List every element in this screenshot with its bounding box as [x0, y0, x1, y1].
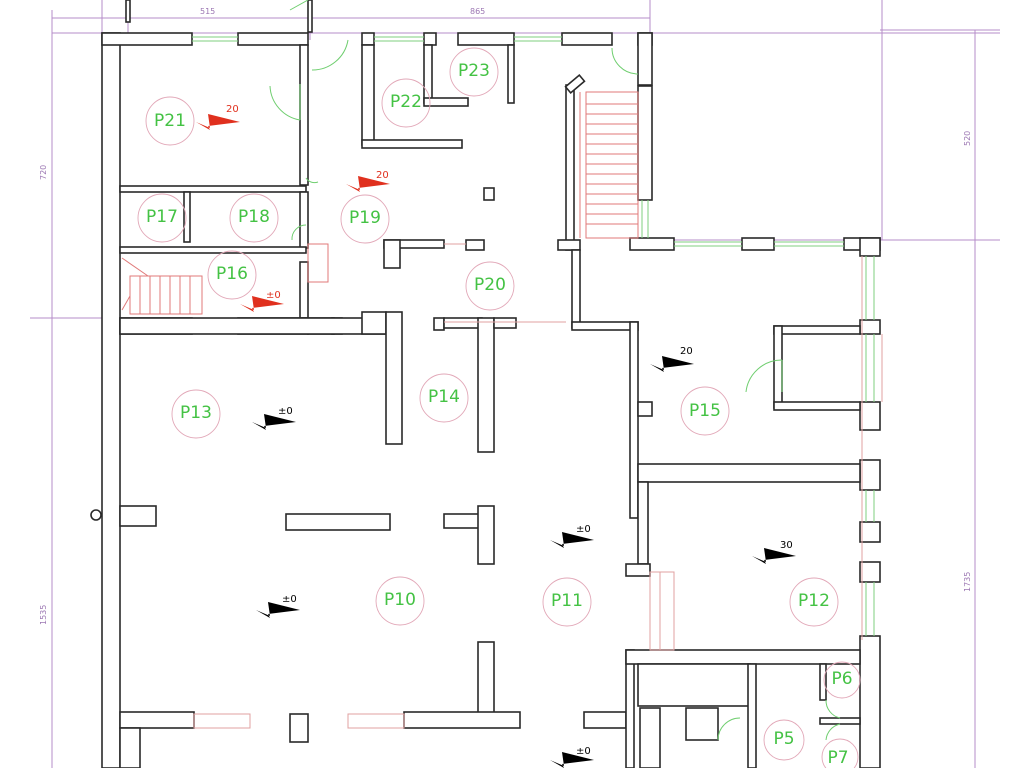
- marker-shape-m2: [346, 176, 390, 192]
- level-marker-flag: 20: [196, 104, 240, 130]
- level-marker-flag: 30: [752, 540, 796, 564]
- room-circle-p19: [340, 194, 390, 244]
- room-circle-p5: [763, 719, 805, 761]
- dimension-left-lower: 1535: [39, 605, 48, 625]
- room-label-p20: P20: [474, 275, 506, 295]
- marker-value-m6: ±0: [576, 524, 591, 535]
- dimension-right-lower: 1735: [963, 572, 972, 592]
- marker-shape-m1: [196, 114, 240, 130]
- marker-shape-m4: [650, 356, 694, 372]
- dimension-top-left: 515: [200, 7, 215, 16]
- room-label-p19: P19: [349, 208, 381, 228]
- room-circle-p21: [145, 96, 195, 146]
- level-marker-flag: ±0: [256, 594, 300, 618]
- marker-value-m4: 20: [680, 346, 693, 357]
- room-circle-p15: [680, 386, 730, 436]
- top-stub-walls: [125, 0, 313, 33]
- marker-value-m1: 20: [226, 104, 239, 115]
- room-label-p5: P5: [773, 729, 794, 749]
- marker-shape-m3: [240, 296, 284, 312]
- staircase-main: [579, 91, 639, 239]
- room-labels: P21 P22 P23 P19 P17 P18 P16 P20 P13 P14 …: [137, 47, 861, 768]
- exterior-walls: [90, 32, 881, 768]
- room-circle-p10: [375, 576, 425, 626]
- room-label-p18: P18: [238, 207, 270, 227]
- marker-value-m5: ±0: [278, 406, 293, 417]
- room-circle-p11: [542, 577, 592, 627]
- room-label-p16: P16: [216, 264, 248, 284]
- room-circle-p18: [229, 193, 279, 243]
- staircase-p16: [121, 243, 329, 315]
- marker-shape-m8: [256, 602, 300, 618]
- room-circle-p6: [823, 661, 861, 699]
- room-circle-p14: [419, 373, 469, 423]
- marker-shape-m5: [252, 414, 296, 430]
- marker-shape-m9: [550, 752, 594, 768]
- room-label-p6: P6: [831, 669, 852, 689]
- level-marker-flag: ±0: [550, 746, 594, 768]
- windows: [192, 36, 875, 636]
- level-marker-flag: ±0: [252, 406, 296, 430]
- room-circle-p20: [465, 261, 515, 311]
- level-marker-flag: 20: [346, 170, 390, 192]
- marker-value-m7: 30: [780, 540, 793, 551]
- room-label-p22: P22: [390, 92, 422, 112]
- room-label-p12: P12: [798, 591, 830, 611]
- room-label-p11: P11: [551, 591, 583, 611]
- marker-value-m9: ±0: [576, 746, 591, 757]
- room-label-p14: P14: [428, 387, 460, 407]
- level-marker-flag: ±0: [240, 290, 284, 312]
- room-circle-p22: [381, 78, 431, 128]
- room-label-p7: P7: [827, 748, 848, 768]
- marker-value-m2: 20: [376, 170, 389, 181]
- level-marker-flag: 20: [650, 346, 694, 372]
- room-circle-p7: [821, 738, 859, 768]
- marker-shape-m6: [550, 532, 594, 548]
- room-circle-p23: [449, 47, 499, 97]
- room-circle-p13: [171, 389, 221, 439]
- interior-walls-lower: [119, 311, 861, 768]
- room-label-p15: P15: [689, 401, 721, 421]
- room-label-p10: P10: [384, 590, 416, 610]
- room-label-p21: P21: [154, 111, 186, 131]
- marker-value-m8: ±0: [282, 594, 297, 605]
- dimension-left-upper: 720: [39, 165, 48, 180]
- interior-openings: [193, 243, 883, 729]
- interior-walls-upper: [119, 44, 639, 335]
- doors: [269, 39, 841, 741]
- marker-value-m3: ±0: [266, 290, 281, 301]
- room-label-p13: P13: [180, 403, 212, 423]
- room-circle-p16: [207, 250, 257, 300]
- room-label-p17: P17: [146, 207, 178, 227]
- dimension-top-right: 865: [470, 7, 485, 16]
- room-label-p23: P23: [458, 61, 490, 81]
- dimension-right-upper: 520: [963, 131, 972, 146]
- room-circle-p12: [789, 577, 839, 627]
- level-markers: 20 20 ±0 20 ±0 ±0 30 ±0: [196, 104, 796, 768]
- level-marker-flag: ±0: [550, 524, 594, 548]
- room-circle-p17: [137, 193, 187, 243]
- marker-shape-m7: [752, 548, 796, 564]
